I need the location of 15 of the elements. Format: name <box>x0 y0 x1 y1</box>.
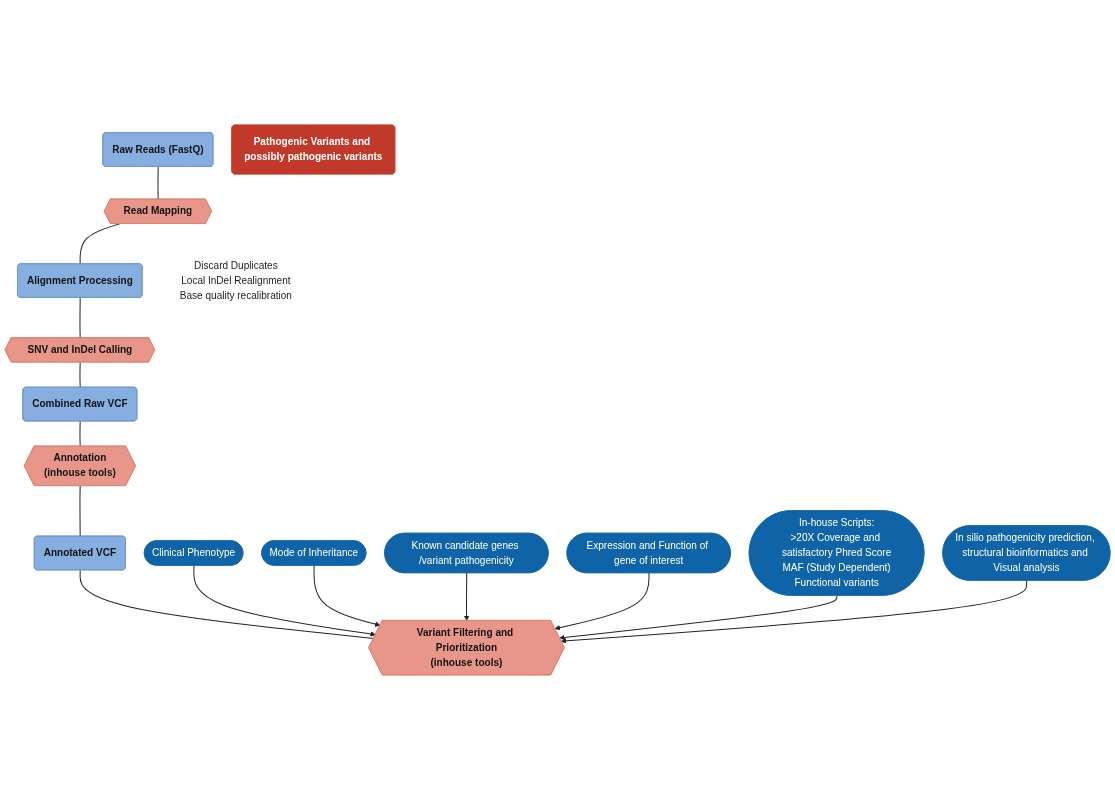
node-label: Local InDel Realignment <box>181 274 291 286</box>
arrow <box>193 565 376 637</box>
arrow <box>560 580 1028 644</box>
arrow <box>559 595 838 641</box>
node-label: Base quality recalibration <box>179 289 292 301</box>
connector <box>79 485 81 537</box>
connector <box>79 297 81 339</box>
node-label: Discard Duplicates <box>194 259 278 271</box>
arrow <box>554 572 650 631</box>
connector <box>157 166 159 200</box>
connector <box>79 569 375 639</box>
connector <box>79 420 81 447</box>
arrow <box>463 572 470 621</box>
connector <box>79 361 81 388</box>
arrow <box>313 565 381 627</box>
